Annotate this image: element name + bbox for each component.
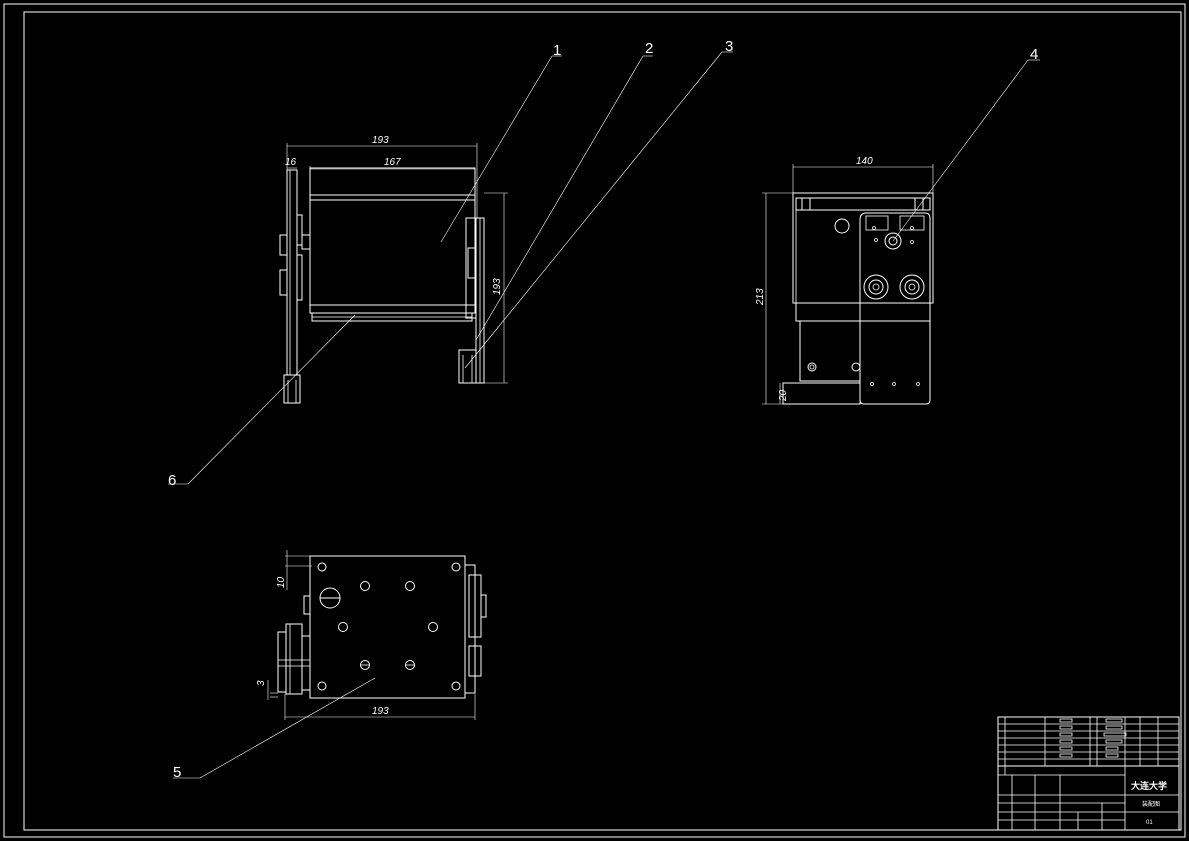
plan-view xyxy=(267,550,487,720)
dim-plan-gap: 3 xyxy=(256,680,267,686)
sheet-outer-border xyxy=(3,3,1186,838)
callout-4: 4 xyxy=(1030,46,1038,63)
dim-front-height: 193 xyxy=(492,278,503,295)
callout-2: 2 xyxy=(645,40,653,57)
dim-side-base: 20 xyxy=(778,389,789,402)
dim-plan-offset: 10 xyxy=(276,576,287,588)
title-block xyxy=(997,716,1180,831)
dim-front-thickness: 16 xyxy=(285,157,297,168)
sheet-inner-border xyxy=(23,11,1182,831)
leader-lines xyxy=(168,51,1040,779)
dim-side-width: 140 xyxy=(856,156,873,167)
dim-front-overall-width: 193 xyxy=(372,135,389,146)
callout-3: 3 xyxy=(725,38,733,55)
callout-6: 6 xyxy=(168,472,176,489)
callout-5: 5 xyxy=(173,764,181,781)
front-view xyxy=(279,143,508,404)
title-block-drawing-title: 装配图 xyxy=(1142,800,1160,808)
title-block-school: 大连大学 xyxy=(1131,780,1167,791)
side-view xyxy=(762,164,934,405)
dim-plan-width: 193 xyxy=(372,706,389,717)
dim-front-inner-width: 167 xyxy=(384,157,401,168)
dim-side-height: 213 xyxy=(755,288,766,306)
title-block-drawing-number: 01 xyxy=(1146,820,1153,826)
callout-1: 1 xyxy=(553,42,561,59)
